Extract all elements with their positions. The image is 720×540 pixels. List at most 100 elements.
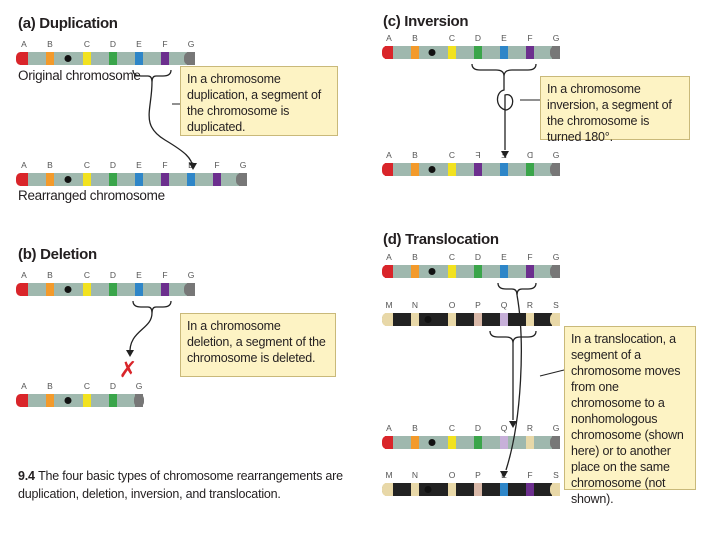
a-row2-band-f-5: [161, 173, 169, 186]
d-row2-gene-label-6: S: [553, 300, 559, 310]
b-row1-centromere: [64, 286, 72, 293]
d-row3-band-b-1: [411, 436, 419, 449]
c-row1-band-e-4: [500, 46, 508, 59]
d-row1-band-f-5: [526, 265, 534, 278]
a-row2-gene-label-1: B: [47, 160, 53, 170]
d-row2-body: [382, 313, 560, 326]
d-row2-band-p-3: [474, 313, 482, 326]
d-row2-gene-label-5: R: [527, 300, 533, 310]
panel-d-title: (d) Translocation: [383, 231, 499, 248]
b-deletion-bracket: [132, 300, 172, 314]
d-row1-gene-label-1: B: [412, 252, 418, 262]
b-row2-body: [16, 394, 144, 407]
c-row1-band-c-2: [448, 46, 456, 59]
c-row1-end-left: [382, 46, 391, 59]
c-row2-band-f-3: [474, 163, 482, 176]
c-row2-band-e-4: [500, 163, 508, 176]
a-row2-gene-label-7: F: [214, 160, 219, 170]
d-row1-gene-label-6: G: [553, 252, 560, 262]
d-row4-gene-label-1: N: [412, 470, 418, 480]
a-row2-gene-label-5: F: [162, 160, 167, 170]
b-row1-gene-label-3: D: [110, 270, 116, 280]
b-row2-band-c-2: [83, 394, 91, 407]
b-row2-gene-label-2: C: [84, 381, 90, 391]
a-row1-gene-label-3: D: [110, 39, 116, 49]
d-row4-band-e-4: [500, 483, 508, 496]
d-row2-band-r-5: [526, 313, 534, 326]
d-row4-band-f-5: [526, 483, 534, 496]
c-row1-band-b-1: [411, 46, 419, 59]
c-row1-gene-label-2: C: [449, 33, 455, 43]
b-row1-gene-label-5: F: [162, 270, 167, 280]
b-deletion-arrow: [129, 312, 153, 356]
c-row2-body: [382, 163, 560, 176]
b-row2-gene-label-3: D: [110, 381, 116, 391]
d-row4-gene-label-3: P: [475, 470, 481, 480]
a-row1-end-left: [16, 52, 25, 65]
c-row2-centromere: [428, 166, 436, 173]
d-bracket-row1: [497, 282, 537, 296]
d-row2-band-o-2: [448, 313, 456, 326]
b-row2-end-right: [134, 394, 144, 407]
b-row1-gene-label-2: C: [84, 270, 90, 280]
a-row1-centromere: [64, 55, 72, 62]
deletion-x-mark: ✗: [119, 358, 137, 383]
d-row3-gene-label-5: R: [527, 423, 533, 433]
panel-a-title: (a) Duplication: [18, 15, 118, 32]
d-row1-gene-label-5: F: [527, 252, 532, 262]
a-row1-body: [16, 52, 194, 65]
a-duplication-arrow-head: [189, 163, 197, 170]
d-row4-band-p-3: [474, 483, 482, 496]
d-bracket-row2: [489, 330, 537, 344]
b-row1-end-right: [184, 283, 194, 296]
c-row1-gene-label-3: D: [475, 33, 481, 43]
d-row4-body: [382, 483, 560, 496]
d-row1-body: [382, 265, 560, 278]
b-row1-gene-label-0: A: [21, 270, 27, 280]
d-row1-gene-label-4: E: [501, 252, 507, 262]
d-row3-gene-label-2: C: [449, 423, 455, 433]
d-row2-gene-label-2: O: [449, 300, 456, 310]
d-row3-band-d-3: [474, 436, 482, 449]
c-row2-gene-label-1: B: [412, 150, 418, 160]
c-row2-gene-label-0: A: [386, 150, 392, 160]
a-row2-band-b-1: [46, 173, 54, 186]
b-row2-end-left: [16, 394, 25, 407]
c-row2-end-right: [550, 163, 560, 176]
c-row2-band-b-1: [411, 163, 419, 176]
inversion-callout: In a chromosome inversion, a segment of …: [540, 76, 690, 144]
d-row2-gene-label-1: N: [412, 300, 418, 310]
c-row1-end-right: [550, 46, 560, 59]
figure-caption: 9.4 The four basic types of chromosome r…: [18, 467, 378, 503]
c-row2-gene-label-6: G: [553, 150, 560, 160]
b-row1-band-d-3: [109, 283, 117, 296]
d-row2-band-q-4: [500, 313, 508, 326]
c-row1-gene-label-6: G: [553, 33, 560, 43]
rearranged-chromosome-label: Rearranged chromosome: [18, 188, 165, 203]
d-row3-band-q-4: [500, 436, 508, 449]
d-row1-gene-label-0: A: [386, 252, 392, 262]
a-row2-end-left: [16, 173, 25, 186]
d-row1-end-right: [550, 265, 560, 278]
a-row1-band-b-1: [46, 52, 54, 65]
d-row1-band-c-2: [448, 265, 456, 278]
a-row2-gene-label-2: C: [84, 160, 90, 170]
d-row3-gene-label-4: Q: [501, 423, 508, 433]
c-row1-band-d-3: [474, 46, 482, 59]
d-row1-band-e-4: [500, 265, 508, 278]
a-row2-band-e-4: [135, 173, 143, 186]
d-row2-end-left: [382, 313, 391, 326]
d-row1-gene-label-3: D: [475, 252, 481, 262]
b-row2-gene-label-1: B: [47, 381, 53, 391]
b-row1-body: [16, 283, 194, 296]
a-row2-end-right: [236, 173, 246, 186]
d-arrow-head-cross: [500, 471, 508, 478]
c-row2-end-left: [382, 163, 391, 176]
c-row2-band-d-5: [526, 163, 534, 176]
c-inversion-bracket: [471, 63, 537, 77]
d-row3-gene-label-1: B: [412, 423, 418, 433]
b-row1-gene-label-1: B: [47, 270, 53, 280]
a-row2-band-f-7: [213, 173, 221, 186]
a-row2-gene-label-4: E: [136, 160, 142, 170]
